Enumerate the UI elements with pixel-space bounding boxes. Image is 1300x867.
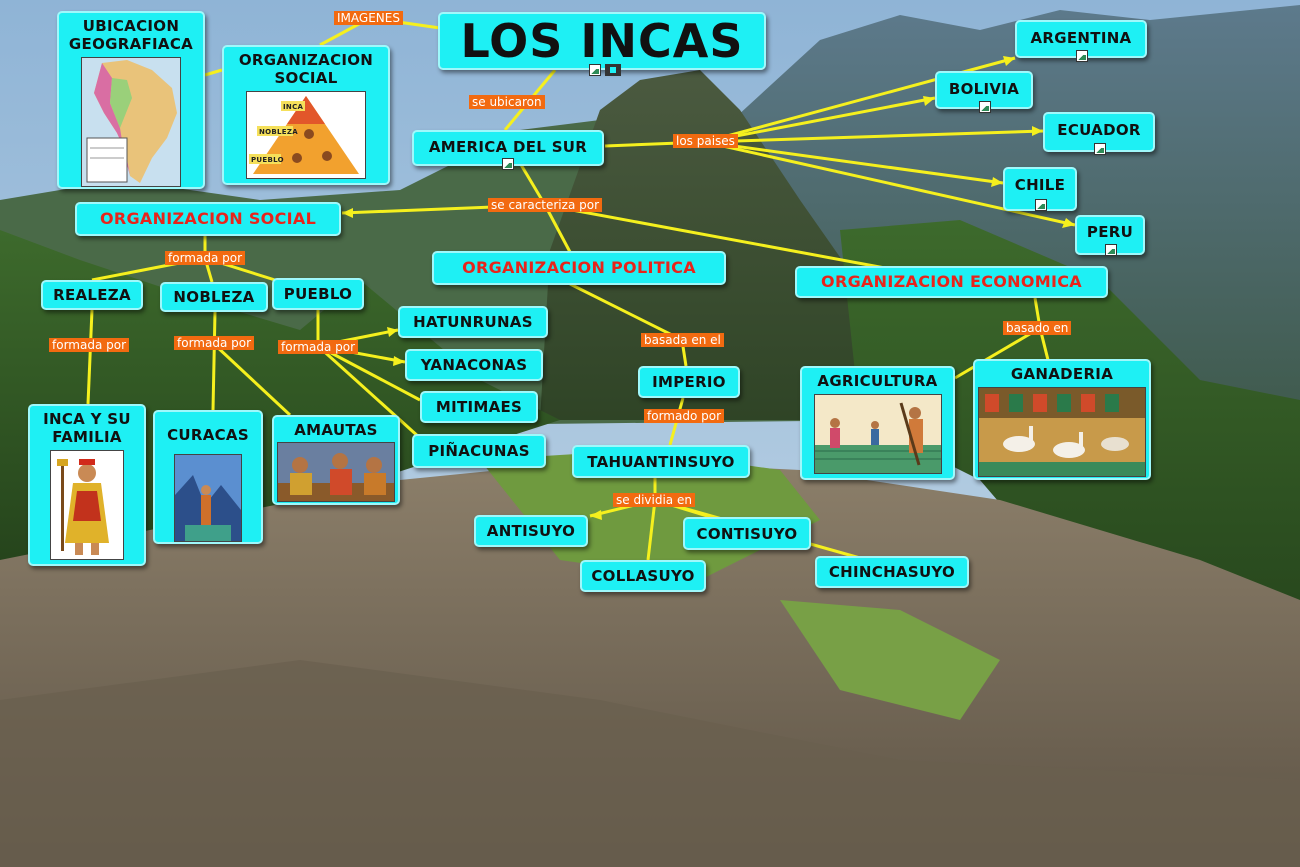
link-label-se-ubicaron: se ubicaron <box>469 95 545 109</box>
america-del-sur-node[interactable]: AMERICA DEL SUR <box>412 130 604 170</box>
ganaderia-node[interactable]: GANADERIA <box>973 359 1151 480</box>
organizacion-politica-node[interactable]: ORGANIZACION POLITICA <box>432 251 726 285</box>
ecuador-label: ECUADOR <box>1057 121 1141 139</box>
collasuyo-label: COLLASUYO <box>591 567 695 585</box>
hatunrunas-label: HATUNRUNAS <box>413 313 533 331</box>
social-pyramid-image: INCA NOBLEZA PUEBLO <box>246 91 366 179</box>
nobleza-node[interactable]: NOBLEZA <box>160 282 268 312</box>
yanaconas-node[interactable]: YANACONAS <box>405 349 543 381</box>
link-label-formada-por-realeza: formada por <box>49 338 130 352</box>
link-label-basado-en: basado en <box>1003 321 1072 335</box>
yanaconas-label: YANACONAS <box>420 356 528 374</box>
contisuyo-label: CONTISUYO <box>696 524 798 543</box>
organizacion-social-node[interactable]: ORGANIZACION SOCIAL <box>75 202 341 236</box>
contisuyo-node[interactable]: CONTISUYO <box>683 517 811 550</box>
amautas-image <box>277 442 395 502</box>
pinacunas-node[interactable]: PIÑACUNAS <box>412 434 546 468</box>
bolivia-label: BOLIVIA <box>948 80 1020 98</box>
org-social-image-label: ORGANIZACION SOCIAL <box>238 51 374 87</box>
curacas-label: CURACAS <box>167 426 249 444</box>
link-label-formada-por-social: formada por <box>165 251 246 265</box>
image-icon[interactable] <box>1035 199 1047 211</box>
image-icon[interactable] <box>1105 244 1117 256</box>
hatunrunas-node[interactable]: HATUNRUNAS <box>398 306 548 338</box>
link-label-se-caracteriza-por: se caracteriza por <box>488 198 602 212</box>
inca-familia-label: INCA Y SU FAMILIA <box>43 410 131 446</box>
chile-label: CHILE <box>1014 176 1066 194</box>
link-label-formado-por: formado por <box>644 409 724 423</box>
curacas-node[interactable]: CURACAS <box>153 410 263 544</box>
pueblo-label: PUEBLO <box>283 285 353 303</box>
realeza-node[interactable]: REALEZA <box>41 280 143 310</box>
image-icon[interactable] <box>1094 143 1106 155</box>
antisuyo-label: ANTISUYO <box>486 522 576 540</box>
agricultura-node[interactable]: AGRICULTURA <box>800 366 955 480</box>
imperio-node[interactable]: IMPERIO <box>638 366 740 398</box>
link-label-formada-por-nobleza: formada por <box>174 336 255 350</box>
antisuyo-node[interactable]: ANTISUYO <box>474 515 588 547</box>
inca-y-su-familia-node[interactable]: INCA Y SU FAMILIA <box>28 404 146 566</box>
chile-node[interactable]: CHILE <box>1003 167 1077 211</box>
imperio-label: IMPERIO <box>652 373 726 391</box>
image-icon[interactable] <box>589 64 601 76</box>
curaca-image <box>174 454 242 542</box>
peru-node[interactable]: PERU <box>1075 215 1145 256</box>
org-social-label: ORGANIZACION SOCIAL <box>99 209 317 228</box>
ecuador-node[interactable]: ECUADOR <box>1043 112 1155 155</box>
mitimaes-node[interactable]: MITIMAES <box>420 391 538 423</box>
nobleza-label: NOBLEZA <box>173 288 255 306</box>
mitimaes-label: MITIMAES <box>435 398 523 416</box>
peru-label: PERU <box>1086 223 1134 241</box>
collasuyo-node[interactable]: COLLASUYO <box>580 560 706 592</box>
chinchasuyo-node[interactable]: CHINCHASUYO <box>815 556 969 588</box>
title-node[interactable]: LOS INCAS <box>438 12 766 70</box>
link-label-se-dividia-en: se dividia en <box>613 493 695 507</box>
image-icon[interactable] <box>502 158 514 170</box>
title-media-icons[interactable] <box>589 62 621 76</box>
org-economica-label: ORGANIZACION ECONOMICA <box>821 272 1082 291</box>
america-label: AMERICA DEL SUR <box>428 138 588 156</box>
link-label-imagenes: IMAGENES <box>334 11 403 25</box>
south-america-map-image <box>81 57 181 187</box>
ubicacion-geografica-node[interactable]: UBICACION GEOGRAFIACA <box>57 11 205 189</box>
pyramid-label-top: INCA <box>283 103 304 111</box>
bolivia-node[interactable]: BOLIVIA <box>935 71 1033 113</box>
tahuantinsuyo-label: TAHUANTINSUYO <box>587 452 735 471</box>
ubicacion-label: UBICACION GEOGRAFIACA <box>68 17 194 53</box>
argentina-node[interactable]: ARGENTINA <box>1015 20 1147 62</box>
org-politica-label: ORGANIZACION POLITICA <box>462 258 696 277</box>
tahuantinsuyo-node[interactable]: TAHUANTINSUYO <box>572 445 750 478</box>
pinacunas-label: PIÑACUNAS <box>428 442 530 460</box>
link-label-los-paises: los paises <box>673 134 738 148</box>
image-icon[interactable] <box>1076 50 1088 62</box>
organizacion-economica-node[interactable]: ORGANIZACION ECONOMICA <box>795 266 1108 298</box>
link-label-basada-en-el: basada en el <box>641 333 724 347</box>
argentina-label: ARGENTINA <box>1030 29 1132 47</box>
inca-emperor-image <box>50 450 124 560</box>
agricultura-label: AGRICULTURA <box>817 372 938 390</box>
ganaderia-image <box>978 387 1146 477</box>
pueblo-node[interactable]: PUEBLO <box>272 278 364 310</box>
chinchasuyo-label: CHINCHASUYO <box>828 563 956 581</box>
link-label-formada-por-pueblo: formada por <box>278 340 359 354</box>
realeza-label: REALEZA <box>53 286 131 304</box>
image-icon[interactable] <box>979 101 991 113</box>
organizacion-social-image-node[interactable]: ORGANIZACION SOCIAL INCA NOBLEZA PUEBLO <box>222 45 390 185</box>
title-text: LOS INCAS <box>460 14 744 68</box>
pyramid-label-bottom: PUEBLO <box>251 156 284 164</box>
agricultura-image <box>813 394 942 474</box>
amautas-node[interactable]: AMAUTAS <box>272 415 400 505</box>
pyramid-label-middle: NOBLEZA <box>259 128 298 136</box>
amautas-label: AMAUTAS <box>294 421 378 439</box>
ganaderia-label: GANADERIA <box>1010 365 1114 383</box>
video-icon[interactable] <box>605 64 621 76</box>
